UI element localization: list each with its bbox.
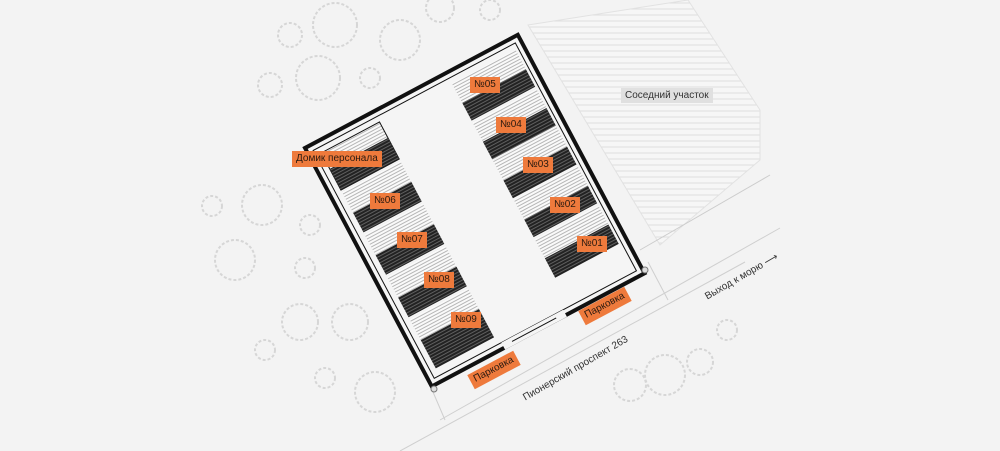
unit-label-07[interactable]: №07 xyxy=(397,232,427,248)
tree-icon xyxy=(214,239,256,281)
gate xyxy=(511,317,557,342)
tree-icon xyxy=(425,0,455,23)
tree-icon xyxy=(359,67,381,89)
tree-icon xyxy=(299,214,321,236)
unit-label-03[interactable]: №03 xyxy=(523,157,553,173)
tree-icon xyxy=(379,19,421,61)
lamps xyxy=(430,266,649,393)
tree-icon xyxy=(613,368,647,402)
tree-icon xyxy=(277,22,303,48)
tree-icon xyxy=(479,0,501,21)
neighbor-plot xyxy=(527,0,761,246)
unit-label-05[interactable]: №05 xyxy=(470,77,500,93)
trees xyxy=(201,0,738,413)
unit-label-01[interactable]: №01 xyxy=(577,236,607,252)
tree-icon xyxy=(314,367,336,389)
tree-icon xyxy=(295,55,341,101)
tree-icon xyxy=(294,257,316,279)
tree-icon xyxy=(686,348,714,376)
fence-line xyxy=(639,174,771,251)
tree-icon xyxy=(644,354,686,396)
tree-icon xyxy=(254,339,276,361)
tree-icon xyxy=(241,184,283,226)
tree-icon xyxy=(716,319,738,341)
unit-label-04[interactable]: №04 xyxy=(496,117,526,133)
lamp-icon xyxy=(641,266,649,274)
tree-icon xyxy=(354,371,396,413)
tree-icon xyxy=(312,2,358,48)
lamp-icon xyxy=(430,385,438,393)
unit-label-06[interactable]: №06 xyxy=(370,193,400,209)
tree-icon xyxy=(281,303,319,341)
unit-label-09[interactable]: №09 xyxy=(451,312,481,328)
unit-label-08[interactable]: №08 xyxy=(424,272,454,288)
staff-house-label: Домик персонала xyxy=(292,151,382,167)
tree-icon xyxy=(331,303,369,341)
unit-label-02[interactable]: №02 xyxy=(550,197,580,213)
tree-icon xyxy=(201,195,223,217)
tree-icon xyxy=(257,72,283,98)
neighbor-plot-label: Соседний участок xyxy=(621,88,713,103)
